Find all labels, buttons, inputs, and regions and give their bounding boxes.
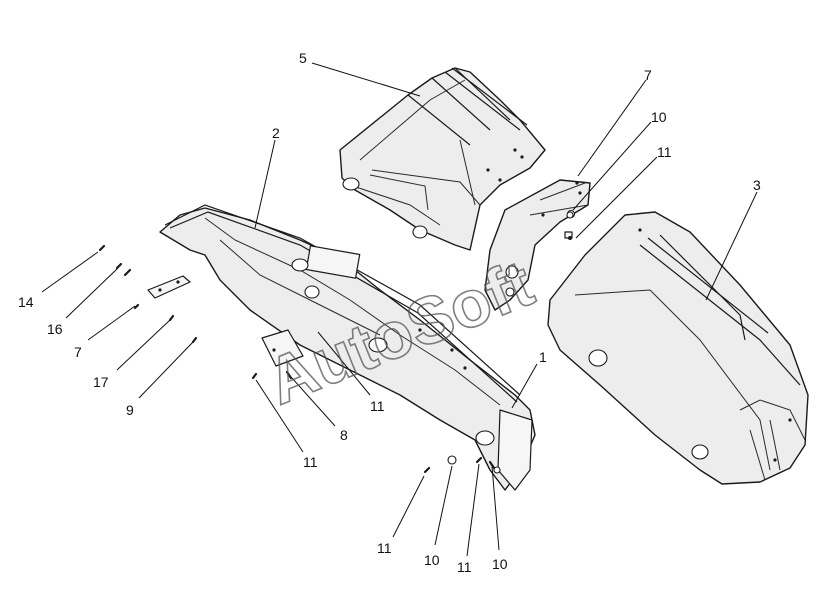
callout-1: 1 — [539, 349, 547, 365]
part-1-2-fender-assembly — [159, 204, 536, 491]
callout-7: 7 — [74, 344, 82, 360]
callout-17: 17 — [93, 374, 109, 390]
callout-3: 3 — [753, 177, 761, 193]
callout-9: 9 — [126, 402, 134, 418]
callout-11-left: 11 — [303, 454, 318, 470]
callout-10-bottom-b: 10 — [492, 556, 508, 572]
callout-11-mid: 11 — [370, 398, 385, 414]
callout-8: 8 — [340, 427, 348, 443]
callout-5: 7 — [644, 67, 652, 83]
callout-10-bottom-a: 10 — [424, 552, 440, 568]
part-3-body-panel — [547, 211, 809, 485]
callout-4: 5 — [299, 50, 307, 66]
callout-11-bottom-b: 11 — [457, 559, 472, 575]
callout-14: 14 — [18, 294, 34, 310]
callout-2: 2 — [272, 125, 280, 141]
part-5-bracket — [484, 179, 591, 311]
leader-lines — [41, 62, 758, 557]
fasteners — [98, 211, 574, 474]
callout-10-top: 10 — [651, 109, 667, 125]
callout-11-top: 11 — [657, 144, 672, 160]
callout-16: 16 — [47, 321, 63, 337]
part-8-plate — [261, 329, 304, 367]
part-7-strap — [147, 275, 191, 299]
callout-11-bottom-a: 11 — [377, 540, 392, 556]
callout-labels: 5 7 10 11 3 2 1 14 16 7 17 9 8 11 11 11 … — [18, 50, 761, 575]
part-4-fender-panel — [339, 67, 546, 251]
